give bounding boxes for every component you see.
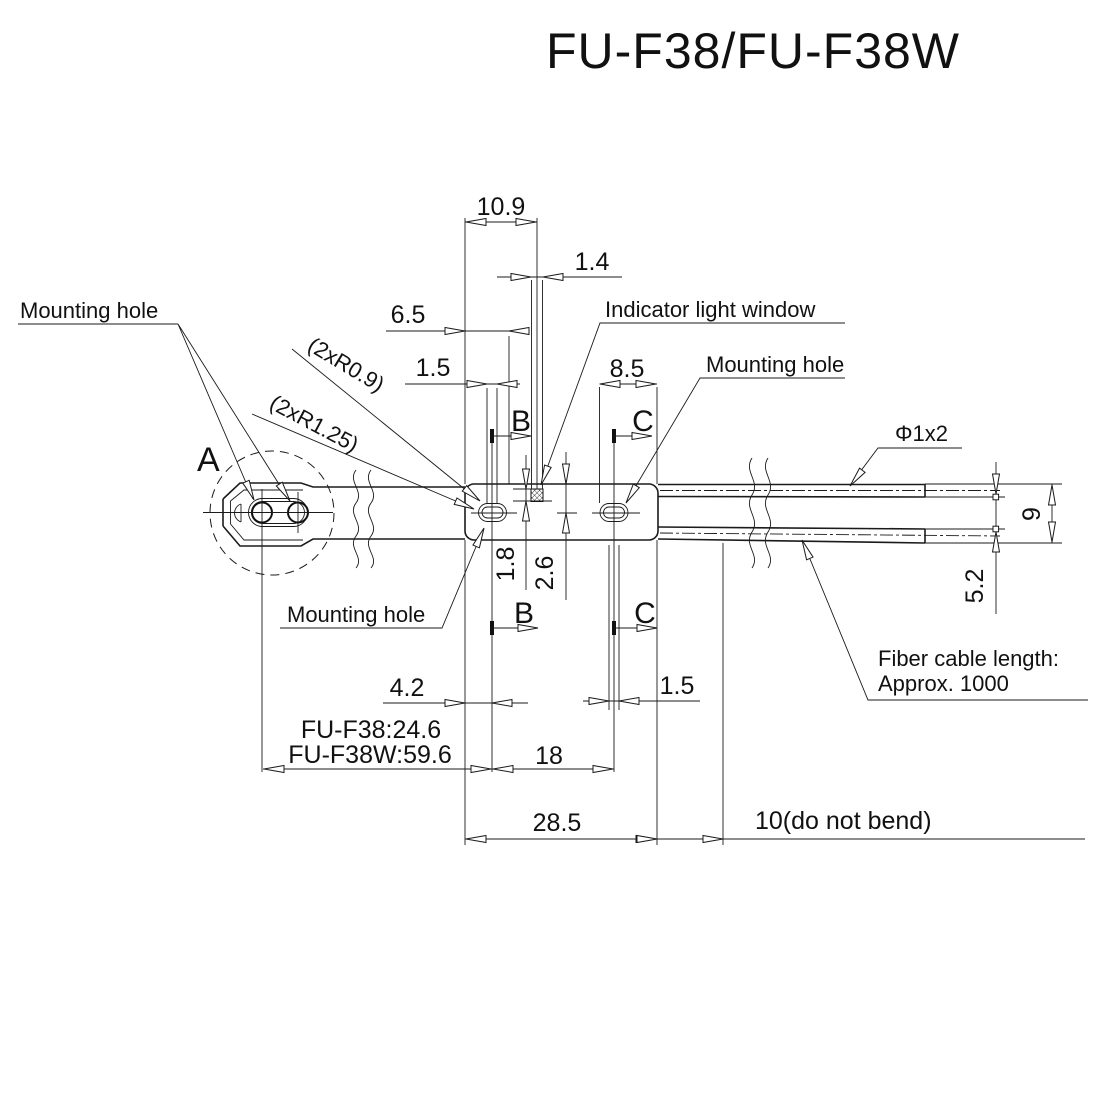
dim-10-no-bend: 10(do not bend) [755, 807, 932, 835]
cable-centerline-bottom [659, 532, 1001, 537]
label-radius-large: (2xR1.25) [266, 390, 363, 457]
label-mounting-hole-bottom: Mounting hole [287, 602, 425, 627]
dim-1-4: 1.4 [575, 248, 610, 276]
dimensions: 10.9 1.4 6.5 1.5 8.5 1.8 2.6 9 [263, 193, 1085, 844]
dim-28-5: 28.5 [533, 809, 582, 837]
dim-6-5: 6.5 [391, 301, 426, 329]
label-fiber-diameter: Φ1x2 [895, 421, 948, 446]
break-line [368, 469, 374, 569]
dim-1-5-top: 1.5 [416, 354, 451, 382]
label-fiber-cable-length-1: Fiber cable length: [878, 646, 1059, 671]
dim-body-length-f38: FU-F38:24.6 [301, 716, 441, 744]
section-markers: B C B C [490, 405, 658, 635]
section-c-top: C [632, 405, 654, 438]
section-c-bottom: C [634, 597, 656, 630]
label-detail-a: A [197, 441, 220, 479]
label-indicator-light-window: Indicator light window [605, 297, 815, 322]
dim-4-2: 4.2 [390, 674, 425, 702]
break-line [749, 457, 755, 569]
section-b-top: B [511, 405, 531, 438]
dim-18: 18 [535, 742, 563, 770]
break-line [765, 457, 771, 569]
detail-a-circle [209, 450, 335, 576]
dim-9: 9 [1018, 507, 1046, 521]
dim-2-6: 2.6 [531, 556, 559, 591]
section-b-bottom: B [514, 597, 534, 630]
dim-1-5-bottom: 1.5 [660, 672, 695, 700]
label-radius-small: (2xR0.9) [304, 332, 389, 397]
dim-body-length-f38w: FU-F38W:59.6 [288, 741, 451, 769]
label-fiber-cable-length-2: Approx. 1000 [878, 671, 1009, 696]
sensing-head [203, 450, 465, 576]
callouts: Mounting hole Indicator light window Mou… [18, 297, 1088, 701]
label-mounting-hole-top-left: Mounting hole [20, 298, 158, 323]
dim-5-2: 5.2 [961, 569, 989, 604]
dim-8-5: 8.5 [610, 355, 645, 383]
mounting-slot-left [478, 503, 507, 522]
page-title: FU-F38/FU-F38W [546, 23, 960, 79]
body-outline [464, 483, 659, 541]
fiber-cables [657, 457, 1062, 569]
label-mounting-hole-right: Mounting hole [706, 352, 844, 377]
sensor-body [464, 483, 659, 541]
dim-1-8: 1.8 [492, 547, 520, 582]
extension-lines [261, 218, 724, 845]
break-line [353, 469, 359, 569]
dim-10-9: 10.9 [477, 193, 526, 221]
indicator-window [530, 488, 544, 502]
